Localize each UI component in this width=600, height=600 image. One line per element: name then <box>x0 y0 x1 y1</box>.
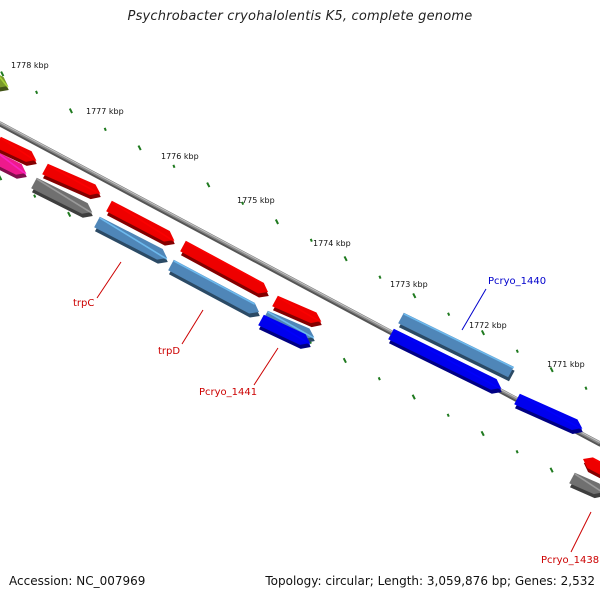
gene-label-leader <box>253 347 279 386</box>
outer-tick <box>584 386 588 390</box>
outer-tick <box>412 293 417 299</box>
outer-tick <box>68 108 73 114</box>
tick-label: 1777 kbp <box>86 107 124 116</box>
feature-blue-c-body <box>514 393 582 431</box>
feature-blue-a-highlight <box>263 315 311 345</box>
outer-tick <box>206 182 211 188</box>
feature-blue-b-highlight <box>393 329 502 390</box>
inner-tick <box>411 394 416 400</box>
tick-label: 1778 kbp <box>11 61 49 70</box>
feature-red-c-highlight <box>111 201 175 242</box>
tick-label: 1773 kbp <box>390 280 428 289</box>
gene-label: trpC <box>73 298 94 309</box>
outer-tick <box>378 275 382 280</box>
feature-steelblue-d-highlight <box>267 311 315 339</box>
feature-steelblue-c-highlight <box>173 260 256 305</box>
outer-tick <box>137 145 142 151</box>
feature-olive <box>0 75 9 92</box>
feature-gray-b-body <box>569 472 600 495</box>
feature-steelblue-b-highlight <box>99 217 168 260</box>
feature-steelblue-a <box>398 312 515 382</box>
outer-tick <box>274 219 279 225</box>
feature-gray-b-highlight <box>574 473 600 492</box>
feature-blue-b <box>388 328 502 394</box>
tick-label: 1772 kbp <box>469 321 507 330</box>
outer-tick <box>480 329 486 336</box>
feature-magenta-highlight <box>0 153 27 175</box>
feature-red-c <box>106 200 175 246</box>
gene-label: Pcryo_1440 <box>488 276 546 287</box>
gene-label-leader <box>181 309 204 345</box>
outer-tick <box>35 90 39 95</box>
feature-red-b-body <box>42 163 100 196</box>
feature-steelblue-c-body <box>168 259 259 314</box>
feature-red-e-body <box>272 295 321 324</box>
tick-label: 1776 kbp <box>161 152 199 161</box>
gene-label: trpD <box>158 346 180 357</box>
feature-red-d-highlight <box>185 241 265 285</box>
feature-red-d-body <box>180 240 268 294</box>
feature-magenta <box>0 153 27 179</box>
gene-label-leader <box>96 261 122 299</box>
inner-tick <box>549 467 554 473</box>
feature-gray-a <box>31 177 93 218</box>
outer-tick <box>103 127 107 132</box>
feature-red-f-body <box>583 457 600 475</box>
tick-labels: 1778 kbp 1777 kbp 1776 kbp 1775 kbp 1774 kbp… <box>11 61 585 369</box>
gene-label-leader <box>461 288 487 331</box>
feature-blue-a <box>258 314 311 349</box>
gene-label: Pcryo_1438 <box>541 555 599 566</box>
tick-label: 1774 kbp <box>313 239 351 248</box>
feature-steelblue-d-body <box>262 310 314 340</box>
inner-tick <box>33 194 37 198</box>
outer-tick <box>241 201 245 206</box>
tick-marks <box>0 71 588 491</box>
outer-tick <box>515 349 519 353</box>
feature-gray-a-highlight <box>36 178 93 214</box>
feature-olive-highlight <box>0 76 9 88</box>
feature-blue-a-body <box>258 314 310 345</box>
inner-tick <box>67 211 72 218</box>
feature-red-e <box>272 295 322 328</box>
gene-label-leader <box>570 511 592 553</box>
feature-red-f <box>583 457 600 479</box>
feature-red-e-highlight <box>277 296 322 323</box>
inner-tick <box>480 430 485 437</box>
gene-features <box>0 75 600 499</box>
outer-tick <box>0 71 5 77</box>
outer-tick <box>309 238 313 243</box>
tick-label: 1771 kbp <box>547 360 585 369</box>
outer-tick <box>549 366 554 373</box>
feature-blue-c-highlight <box>519 394 583 430</box>
genome-summary: Topology: circular; Length: 3,059,876 bp… <box>265 574 595 588</box>
feature-steelblue-c <box>168 259 260 318</box>
feature-red-b <box>42 163 101 200</box>
feature-steelblue-a-body <box>398 312 514 378</box>
feature-gray-a-body <box>31 177 92 214</box>
feature-gray-b <box>569 472 600 499</box>
gene-label: Pcryo_1441 <box>199 387 257 398</box>
inner-tick <box>515 449 519 454</box>
inner-tick <box>446 413 450 418</box>
feature-blue-c <box>514 393 583 435</box>
genome-title: Psychrobacter cryohalolentis K5, complet… <box>127 9 473 24</box>
outer-tick <box>343 256 348 262</box>
feature-steelblue-a-highlight <box>403 313 515 369</box>
outer-tick <box>172 164 176 169</box>
feature-red-a-highlight <box>0 137 37 162</box>
inner-tick <box>342 357 347 364</box>
inner-tick <box>377 376 381 381</box>
accession-text: Accession: NC_007969 <box>9 574 146 588</box>
feature-red-a <box>0 136 37 166</box>
tick-label: 1775 kbp <box>237 196 275 205</box>
feature-red-d <box>180 240 269 298</box>
inner-tick <box>0 175 3 181</box>
outer-tick <box>447 312 451 316</box>
feature-red-b-highlight <box>47 164 101 195</box>
feature-steelblue-b <box>94 216 168 264</box>
